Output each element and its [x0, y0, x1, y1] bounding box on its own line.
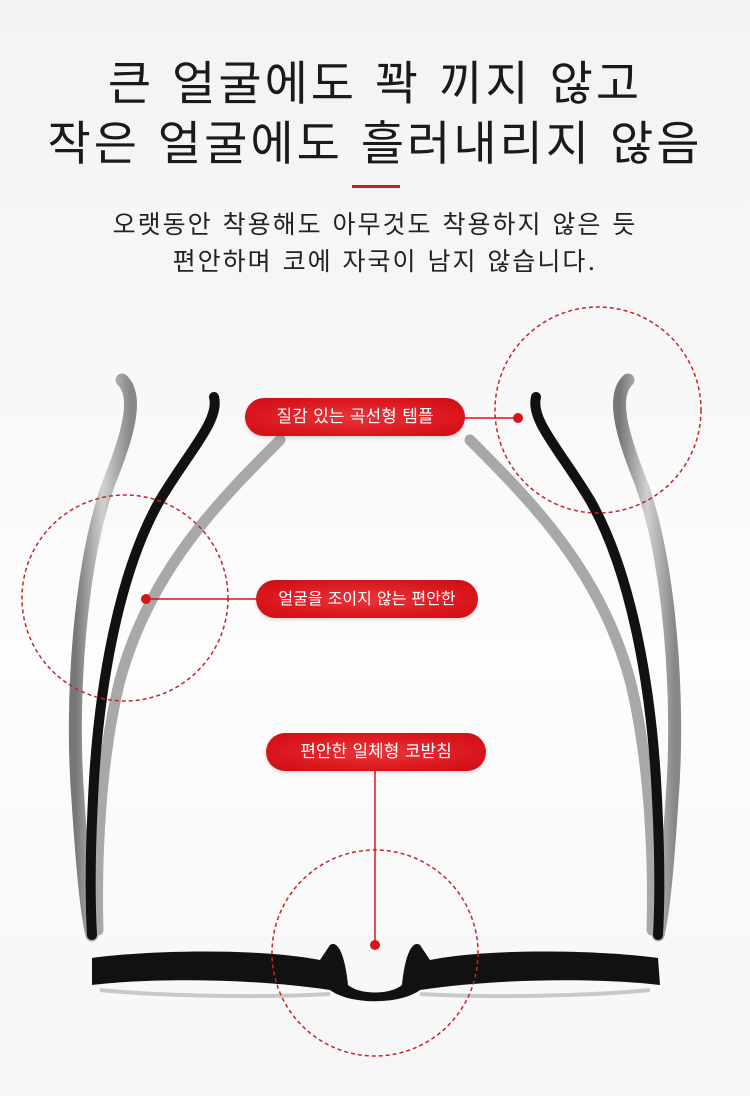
red-divider — [352, 185, 400, 188]
callout-dot-comfort — [141, 594, 151, 604]
callout-label-temple: 질감 있는 곡선형 템플 — [245, 398, 465, 436]
left-outer-temple — [68, 373, 138, 942]
callout-label-comfort: 얼굴을 조이지 않는 편안한 — [256, 580, 478, 618]
callout-label-nosepad: 편안한 일체형 코받침 — [266, 733, 486, 771]
headline-line-1: 큰 얼굴에도 꽉 끼지 않고 — [107, 57, 643, 112]
callout-circle-comfort — [21, 494, 229, 702]
frame-front — [92, 944, 660, 1002]
left-temple — [85, 392, 220, 940]
right-outer-temple — [612, 373, 682, 942]
subtitle-line-2: 편안하며 코에 자국이 남지 않습니다. — [172, 247, 598, 276]
callout-circle-temple — [494, 306, 702, 514]
headline-line-2: 작은 얼굴에도 흘러내리지 않음 — [47, 117, 703, 172]
callout-dot-temple — [513, 413, 523, 423]
subtitle-line-1: 오랫동안 착용해도 아무것도 착용하지 않은 듯 — [112, 210, 638, 239]
callout-dot-nosepad — [370, 940, 380, 950]
right-temple — [530, 392, 665, 940]
